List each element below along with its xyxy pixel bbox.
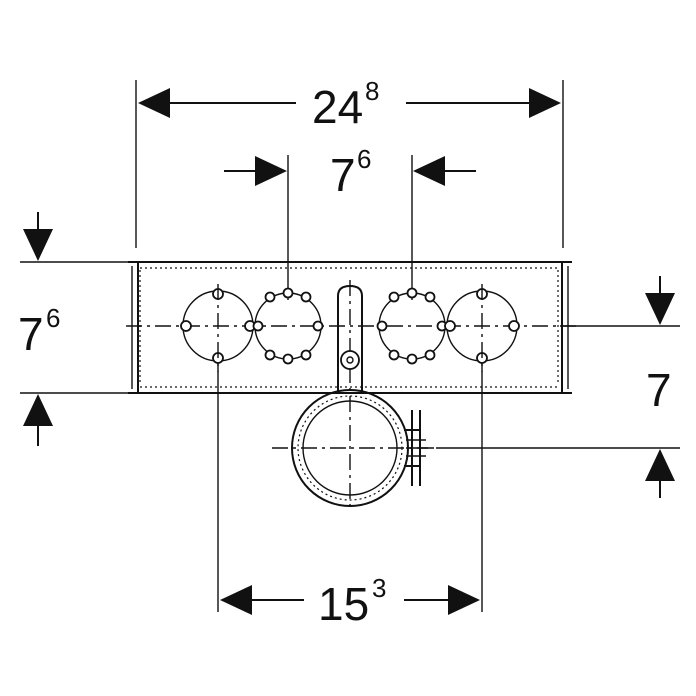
outlet-spacing-value: 15: [318, 578, 369, 630]
dimension-inner-spacing: 7 6: [224, 144, 476, 300]
overall-width-value: 24: [312, 81, 363, 133]
height-value: 7: [18, 308, 44, 360]
central-column: [337, 280, 363, 508]
dimension-offset: 7: [436, 276, 680, 498]
outlet-right: [444, 284, 520, 372]
offset-value: 7: [646, 364, 672, 416]
outlet-spacing-superscript: 3: [372, 573, 386, 603]
height-superscript: 6: [46, 303, 60, 333]
pipe-clamp: [272, 389, 434, 507]
inner-spacing-superscript: 6: [357, 144, 371, 174]
dimension-overall-width: 24 8: [135, 76, 564, 248]
dimension-height: 7 6: [18, 212, 128, 446]
inner-spacing-value: 7: [330, 149, 356, 201]
overall-width-superscript: 8: [365, 76, 379, 106]
dimension-outlet-spacing: 15 3: [217, 360, 483, 630]
mounting-plate: [128, 261, 572, 394]
outlet-left: [180, 284, 256, 372]
valve-body-left: [252, 287, 324, 365]
valve-body-right: [376, 287, 448, 365]
